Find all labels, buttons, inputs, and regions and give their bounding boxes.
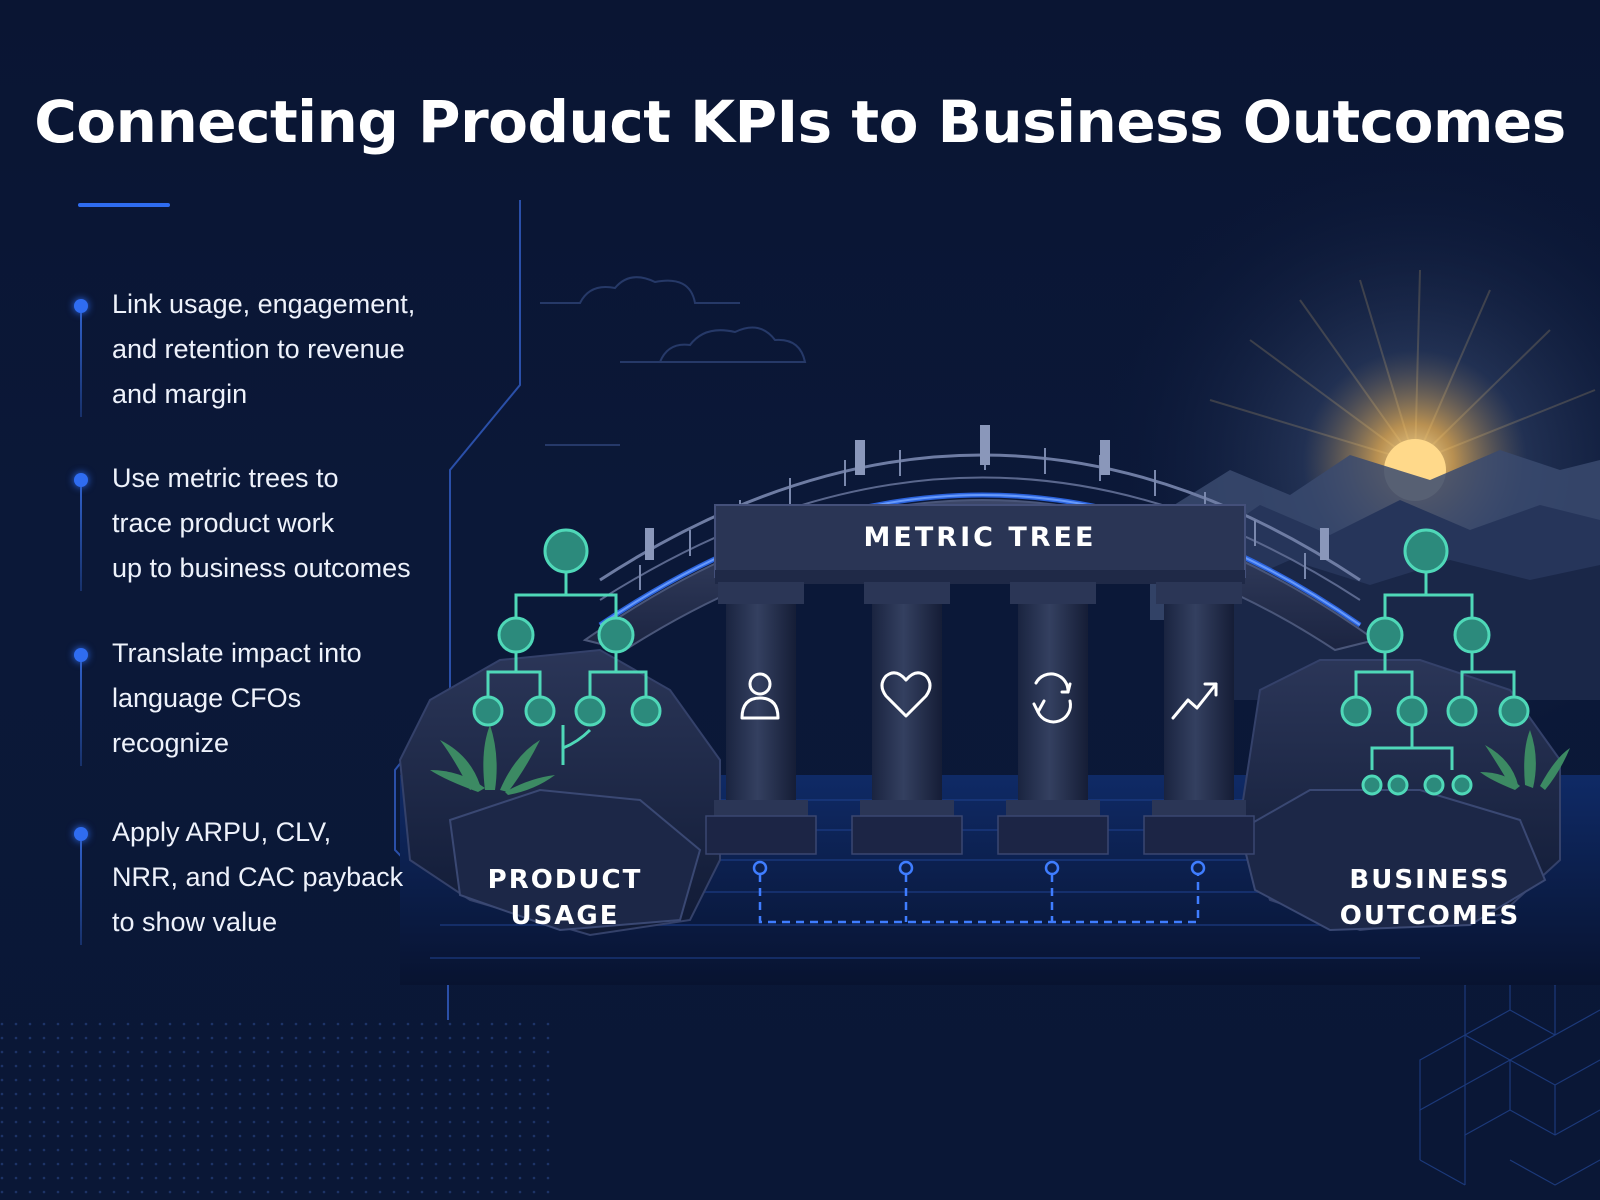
bullet-connector-line (80, 487, 82, 591)
dot-grid (0, 1015, 560, 1200)
pillar-1 (705, 582, 817, 855)
bullet-connector-line (80, 841, 82, 945)
title-accent-rule (78, 203, 170, 207)
pillars (705, 582, 1255, 855)
right-cliff (1238, 659, 1561, 932)
page-title: Connecting Product KPIs to Business Outc… (34, 88, 1566, 156)
bullet-connector-line (80, 313, 82, 417)
trend-up-icon (1171, 682, 1218, 720)
bridge-label: METRIC TREE (863, 522, 1097, 553)
bridge (582, 425, 1378, 652)
bullet-text: Translate impact into language CFOs reco… (112, 638, 362, 758)
clouds (540, 276, 807, 446)
metric-tree-left (472, 528, 662, 765)
bullet-dot-icon (74, 299, 88, 313)
pillar-connectors (752, 860, 1206, 924)
pillar-3 (997, 582, 1109, 855)
bullet-dot-icon (74, 827, 88, 841)
product-usage-label: PRODUCT USAGE (487, 865, 643, 931)
plant-right (1480, 730, 1570, 790)
bullet-dot-icon (74, 473, 88, 487)
bullet-text: Link usage, engagement, and retention to… (112, 289, 416, 409)
refresh-icon (1032, 672, 1072, 724)
metric-tree-right (1340, 528, 1530, 796)
bullet-connector-line (80, 662, 82, 766)
bullet-dot-icon (74, 648, 88, 662)
plant-left (430, 725, 555, 795)
bullet-text: Apply ARPU, CLV, NRR, and CAC payback to… (112, 817, 404, 937)
business-outcomes-label: BUSINESS OUTCOMES (1339, 865, 1521, 931)
bullet-text: Use metric trees to trace product work u… (112, 463, 411, 583)
heart-icon (880, 671, 932, 718)
pillar-2 (851, 582, 963, 855)
user-icon (740, 672, 780, 720)
